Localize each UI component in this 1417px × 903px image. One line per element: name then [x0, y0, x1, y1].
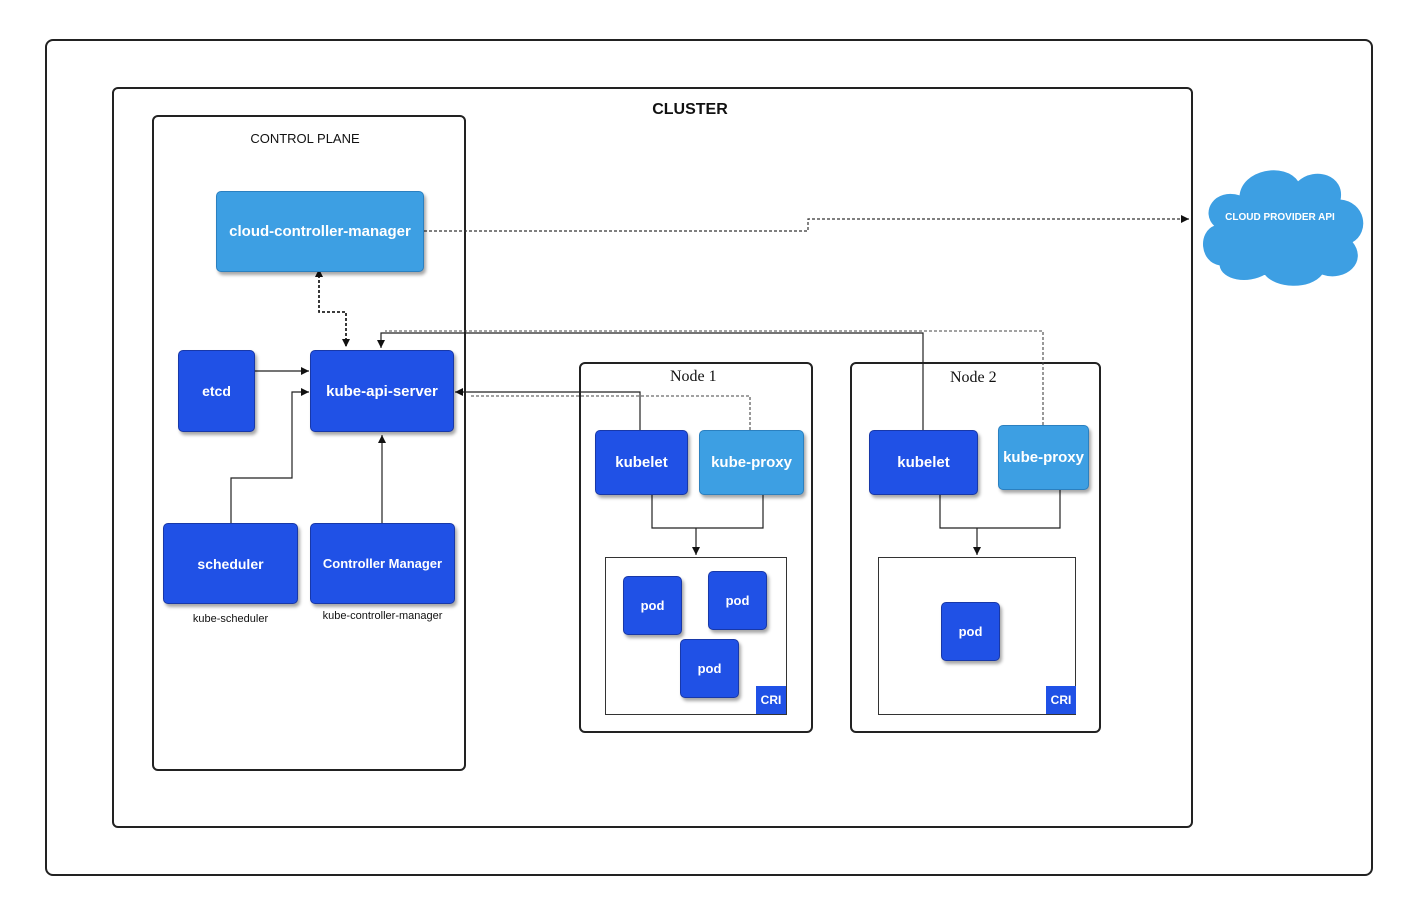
scheduler-api-line — [230, 388, 309, 523]
pod-label: pod — [697, 661, 722, 676]
kube-scheduler-caption: kube-scheduler — [192, 613, 269, 625]
scheduler-label: scheduler — [197, 555, 264, 572]
node-1-kubelet-box: kubelet — [595, 430, 688, 495]
pod-label: pod — [640, 598, 665, 613]
kube-api-server-box: kube-api-server — [310, 350, 454, 432]
node-1-cri-tag: CRI — [756, 686, 786, 714]
controller-manager-label: Controller Manager — [322, 556, 443, 571]
cloud-controller-manager-label: cloud-controller-manager — [229, 223, 411, 240]
etcd-box: etcd — [178, 350, 255, 432]
kube-controller-manager-caption: kube-controller-manager — [322, 610, 443, 622]
controller-manager-box: Controller Manager — [310, 523, 455, 604]
node2-kubelet-cri-line — [939, 490, 1061, 529]
node-2-cri-container — [878, 557, 1076, 715]
node-2-kube-proxy-label: kube-proxy — [1003, 449, 1084, 466]
node-1-pod-2: pod — [708, 571, 767, 630]
node-1-pod-3: pod — [680, 639, 739, 698]
node-2-pod-1: pod — [941, 602, 1000, 661]
etcd-label: etcd — [202, 383, 231, 399]
scheduler-box: scheduler — [163, 523, 298, 604]
control-plane-title: CONTROL PLANE — [250, 131, 360, 146]
node-1-title: Node 1 — [670, 368, 717, 385]
pod-label: pod — [725, 593, 750, 608]
ccm-to-cloud-line — [424, 215, 1189, 232]
node1-kubelet-api-line — [455, 388, 641, 430]
node-2-kubelet-box: kubelet — [869, 430, 978, 495]
pod-label: pod — [958, 624, 983, 639]
cluster-title: CLUSTER — [652, 101, 728, 118]
node-1-kube-proxy-box: kube-proxy — [699, 430, 804, 495]
node-1-kubelet-label: kubelet — [615, 454, 668, 471]
kube-api-server-label: kube-api-server — [326, 382, 438, 400]
cloud-controller-manager-box: cloud-controller-manager — [216, 191, 424, 272]
ccm-api-line — [315, 269, 350, 347]
cloud-shape — [1203, 170, 1364, 286]
node1-proxy-api-line — [470, 395, 751, 430]
node-2-title: Node 2 — [950, 369, 997, 386]
cloud-provider-api-label: CLOUD PROVIDER API — [1225, 212, 1335, 223]
node-1-kube-proxy-label: kube-proxy — [711, 454, 792, 471]
node2-proxy-api-line — [385, 330, 1044, 425]
node-2-kube-proxy-box: kube-proxy — [998, 425, 1089, 490]
node-2-cri-tag: CRI — [1046, 686, 1076, 714]
node2-kubelet-api-line — [377, 332, 924, 430]
node-2-kubelet-label: kubelet — [897, 454, 950, 471]
node1-kubelet-cri-line — [651, 495, 764, 529]
node-1-pod-1: pod — [623, 576, 682, 635]
